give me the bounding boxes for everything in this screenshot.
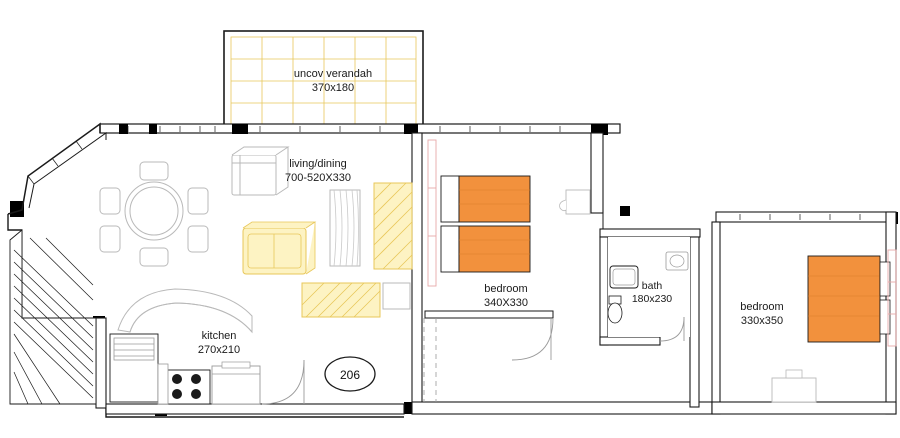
bed-double-right (807, 255, 891, 343)
counter-unit (211, 365, 261, 405)
sofa (242, 221, 317, 275)
room-label-bedroom-2: bedroom (740, 301, 783, 313)
desk-unit (771, 369, 817, 403)
sink (665, 251, 689, 271)
room-dims-living: 700-520X330 (285, 172, 351, 184)
room-label-living: living/dining (289, 158, 346, 170)
bed-lower (440, 225, 531, 273)
bed-upper (440, 175, 531, 223)
bedroom-1-furniture: bedroom 340X330 (423, 139, 591, 402)
kitchen-fixtures (109, 333, 305, 405)
unit-number-text: 206 (340, 368, 360, 382)
wall-structure (7, 122, 898, 418)
bath-fixtures: bath 180x230 (607, 237, 690, 342)
armchair (231, 146, 290, 196)
unit-number-badge: 206 (324, 356, 376, 392)
hatched-tall-unit (373, 182, 413, 270)
door-swing-kitchen (261, 359, 305, 405)
exterior-stairs (9, 229, 97, 405)
wardrobe-outline-1 (427, 139, 437, 287)
stove (165, 369, 211, 405)
dining-table-set (99, 161, 209, 267)
window-mullions (127, 126, 861, 220)
living-dining-furniture (99, 146, 413, 334)
balcony-railing (27, 140, 83, 185)
side-table (382, 282, 411, 310)
hall-dashed-lines (423, 318, 437, 402)
kitchen-counter-curve (117, 288, 253, 334)
verandah-tile-grid (231, 37, 416, 125)
striped-cabinet (329, 189, 361, 267)
room-dims-verandah: 370x180 (312, 82, 354, 94)
bedroom-2-furniture: bedroom 330x350 (740, 249, 897, 403)
toilet (607, 295, 623, 324)
bathtub (609, 265, 639, 289)
nightstand-1 (559, 189, 591, 215)
verandah-area: uncov verandah 370x180 (223, 30, 424, 132)
room-label-bedroom-1: bedroom (484, 283, 527, 295)
room-dims-kitchen: 270x210 (198, 344, 240, 356)
room-label-verandah: uncov verandah (294, 68, 372, 80)
room-label-bath: bath (642, 280, 663, 292)
room-dims-bedroom-2: 330x350 (741, 315, 783, 327)
room-label-kitchen: kitchen (202, 330, 237, 342)
hatched-rug (301, 282, 381, 318)
room-dims-bedroom-1: 340X330 (484, 297, 528, 309)
room-dims-bath: 180x230 (632, 293, 672, 305)
door-swing-bedroom-1 (511, 317, 554, 361)
wardrobe-outline-2 (887, 249, 897, 347)
